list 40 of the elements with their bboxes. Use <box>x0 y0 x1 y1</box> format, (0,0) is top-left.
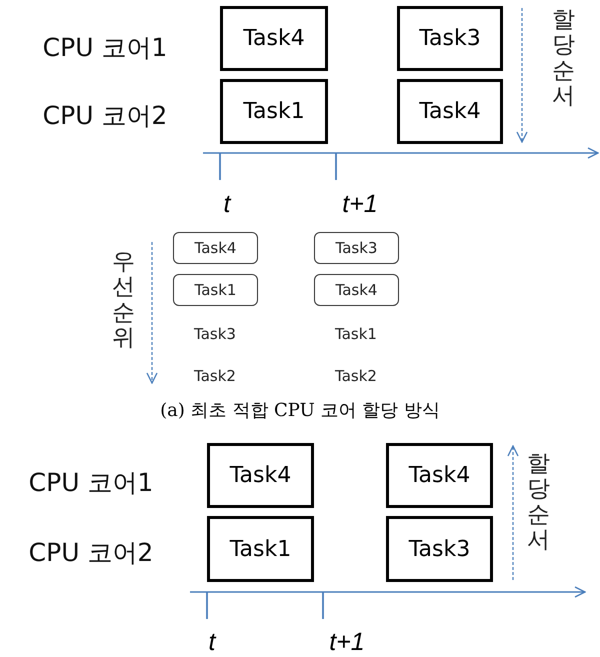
task-box <box>397 79 503 144</box>
task-label: Task4 <box>419 99 481 124</box>
task-label: Task3 <box>408 536 470 562</box>
task-label: Task3 <box>336 239 378 257</box>
order-label: 할당순서 <box>527 452 550 554</box>
task-label: Task1 <box>194 281 236 299</box>
task-box <box>207 516 314 582</box>
task-label: Task4 <box>336 281 378 299</box>
task-label: Task4 <box>230 463 292 488</box>
time-label: t <box>222 188 232 220</box>
priority-label: 우선순위 <box>112 250 135 352</box>
task-label: Task1 <box>243 99 305 124</box>
core-label: CPU 코어2 <box>28 536 154 568</box>
core-label: CPU 코어2 <box>42 100 168 132</box>
task-box <box>386 443 493 508</box>
core-label: CPU 코어1 <box>28 466 154 498</box>
priority-task-box <box>314 274 399 306</box>
task-box <box>220 79 328 144</box>
task-box <box>386 516 493 582</box>
core-label: CPU 코어1 <box>42 32 168 64</box>
time-label: t <box>208 626 218 657</box>
time-label: t+1 <box>341 188 379 220</box>
task-label: Task3 <box>419 26 481 51</box>
task-label: Task2 <box>334 366 378 387</box>
task-box <box>397 6 503 71</box>
task-label: Task4 <box>408 463 470 488</box>
task-label: Task4 <box>243 26 305 51</box>
task-label: Task4 <box>194 239 236 257</box>
priority-task-box <box>173 232 258 264</box>
task-label: Task2 <box>193 366 237 387</box>
task-label: Task1 <box>334 324 378 345</box>
priority-task-box <box>173 274 258 306</box>
task-label: Task1 <box>230 536 292 562</box>
priority-task-box <box>314 232 399 264</box>
time-label: t+1 <box>328 626 366 657</box>
figure-caption: (a) 최초 적합 CPU 코어 할당 방식 <box>159 399 441 422</box>
task-box <box>220 6 328 71</box>
task-box <box>207 443 314 508</box>
task-label: Task3 <box>193 324 237 345</box>
order-label: 할당순서 <box>552 8 575 110</box>
